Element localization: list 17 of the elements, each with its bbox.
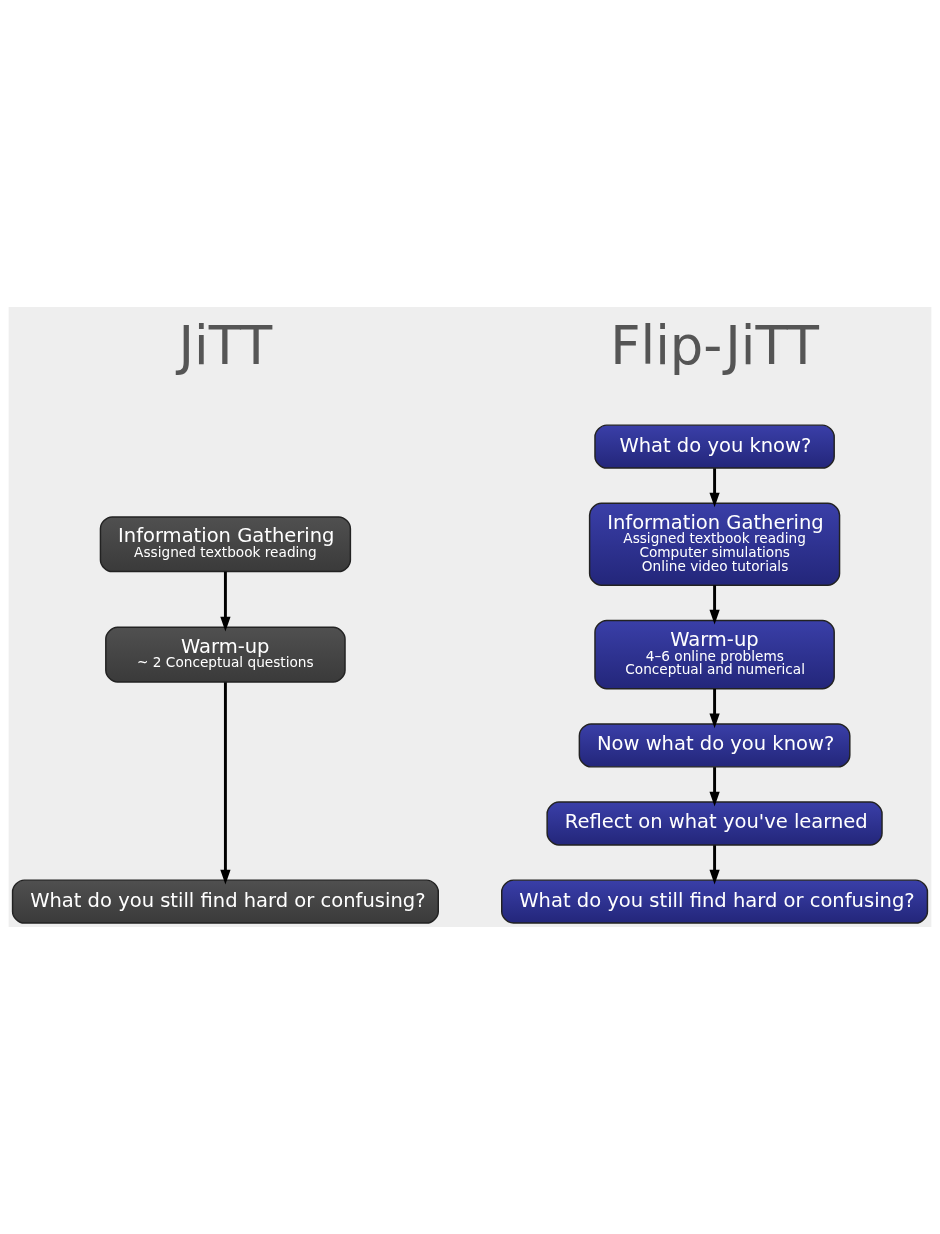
arrow xyxy=(709,585,720,625)
node-box: Warm-up 4–6 online problems Conceptual and numerical xyxy=(594,619,835,690)
arrow xyxy=(709,845,720,885)
node-box: Now what do you know? xyxy=(578,723,851,768)
label: Flip-JiTT xyxy=(610,314,819,376)
node-box: Warm-up ~ 2 Conceptual questions xyxy=(105,626,346,683)
node-box: What do you still find hard or confusing? xyxy=(501,879,929,924)
node-box: What do you know? xyxy=(594,424,835,469)
node-box: Information Gathering Assigned textbook reading xyxy=(99,516,352,573)
node-box: Information Gathering Assigned textbook reading Computer simulations Online video tutorials xyxy=(588,502,841,586)
node-box: Reflect on what you've learned xyxy=(546,801,883,846)
arrow xyxy=(709,688,720,729)
arrow xyxy=(220,682,231,885)
arrow xyxy=(709,468,720,508)
node-box: What do you still find hard or confusing? xyxy=(11,879,439,924)
arrow xyxy=(220,571,231,632)
arrow xyxy=(709,767,720,807)
